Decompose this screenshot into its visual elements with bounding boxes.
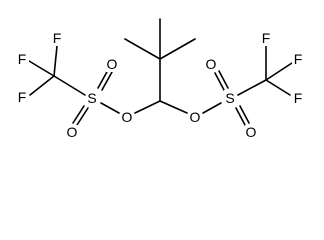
- structure-diagram: F F F S O O O O S O O F F: [16, 18, 305, 140]
- atom-f2: F: [18, 51, 27, 67]
- bond-c-o2: [159, 100, 188, 114]
- atom-o1a: O: [107, 56, 118, 72]
- atom-o2a: O: [206, 56, 217, 72]
- atom-s1: S: [87, 90, 96, 106]
- bond-s1-o1a-b: [101, 71, 113, 91]
- bond-s1-o1b-a: [72, 105, 85, 124]
- atom-f3: F: [18, 89, 27, 105]
- bond-c1-f3: [29, 75, 55, 96]
- atom-f6: F: [294, 90, 303, 106]
- molecule-drawing: F F F S O O O O S O O F F: [16, 18, 305, 140]
- atom-f5: F: [294, 51, 303, 67]
- atom-f4: F: [262, 30, 271, 46]
- atom-labels: F F F S O O O O S O O F F: [16, 30, 305, 140]
- bond-s1-o1: [100, 102, 120, 114]
- bond-s2-o2a-b: [218, 70, 229, 89]
- bond-s2-o2a-a: [214, 72, 225, 91]
- atom-o2: O: [190, 109, 201, 125]
- atom-f1: F: [53, 30, 62, 46]
- bond-s2-o2b-b: [239, 105, 250, 124]
- bond-s2-o2b-a: [235, 107, 246, 126]
- atom-o1: O: [122, 109, 133, 125]
- atom-o2b: O: [246, 124, 257, 140]
- bond-c1-s1: [53, 75, 86, 96]
- atom-s2: S: [225, 90, 234, 106]
- bond-cq-me2: [159, 38, 196, 60]
- bond-s1-o1b-b: [76, 107, 89, 126]
- bond-c1-f2: [28, 60, 55, 77]
- bond-s1-o1a-a: [97, 69, 109, 89]
- bond-cq-me1: [124, 38, 161, 60]
- atom-o1b: O: [67, 124, 78, 140]
- bond-c2-f5: [265, 62, 293, 81]
- bond-s2-c2: [237, 79, 267, 96]
- bonds: [28, 18, 293, 126]
- bond-o2-s2: [202, 102, 222, 114]
- bond-c2-f6: [265, 79, 291, 96]
- bond-c1-f1: [53, 45, 58, 77]
- bond-o1-c: [134, 100, 161, 114]
